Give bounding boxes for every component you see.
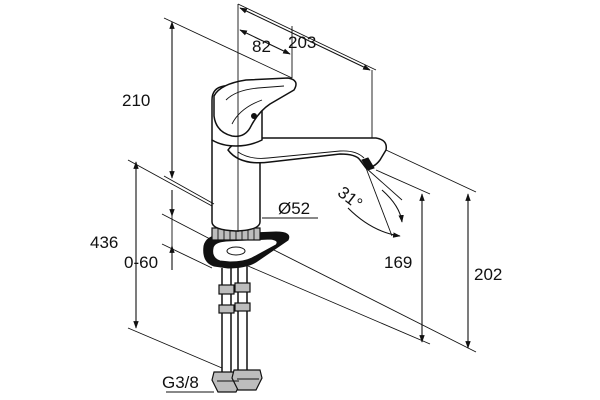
label-thread: G3/8 (162, 373, 199, 392)
label-lever-offset: 82 (252, 37, 271, 56)
connection-nut (231, 369, 263, 391)
label-outlet-height: 169 (384, 253, 412, 272)
hose-ferrule (234, 302, 251, 312)
aerator (361, 157, 375, 171)
mounting-plate (203, 231, 290, 269)
hose-ferrule (218, 284, 235, 295)
label-spout-height: 202 (474, 265, 502, 284)
hose-ferrule (234, 282, 251, 293)
dim-line-203 (239, 7, 371, 71)
dim-line-82 (239, 29, 291, 55)
lever-pivot (251, 113, 257, 119)
label-height-to-lever: 210 (122, 91, 150, 110)
label-spout-angle: 31° (334, 183, 366, 214)
label-total-height: 436 (90, 233, 118, 252)
lever-handle (213, 77, 297, 138)
dimension-lines (127, 3, 477, 393)
label-base-diameter: Ø52 (278, 199, 310, 218)
label-deck-thickness: 0-60 (124, 253, 158, 272)
label-spout-reach: 203 (288, 33, 316, 52)
supply-hoses (211, 266, 263, 393)
dimension-labels: 203 82 210 436 0-60 Ø52 31° 169 202 G3/8 (90, 33, 502, 392)
faucet (203, 77, 388, 393)
faucet-body (211, 139, 261, 232)
hose-ferrule (218, 304, 235, 314)
dim-arc-31 (347, 207, 401, 238)
